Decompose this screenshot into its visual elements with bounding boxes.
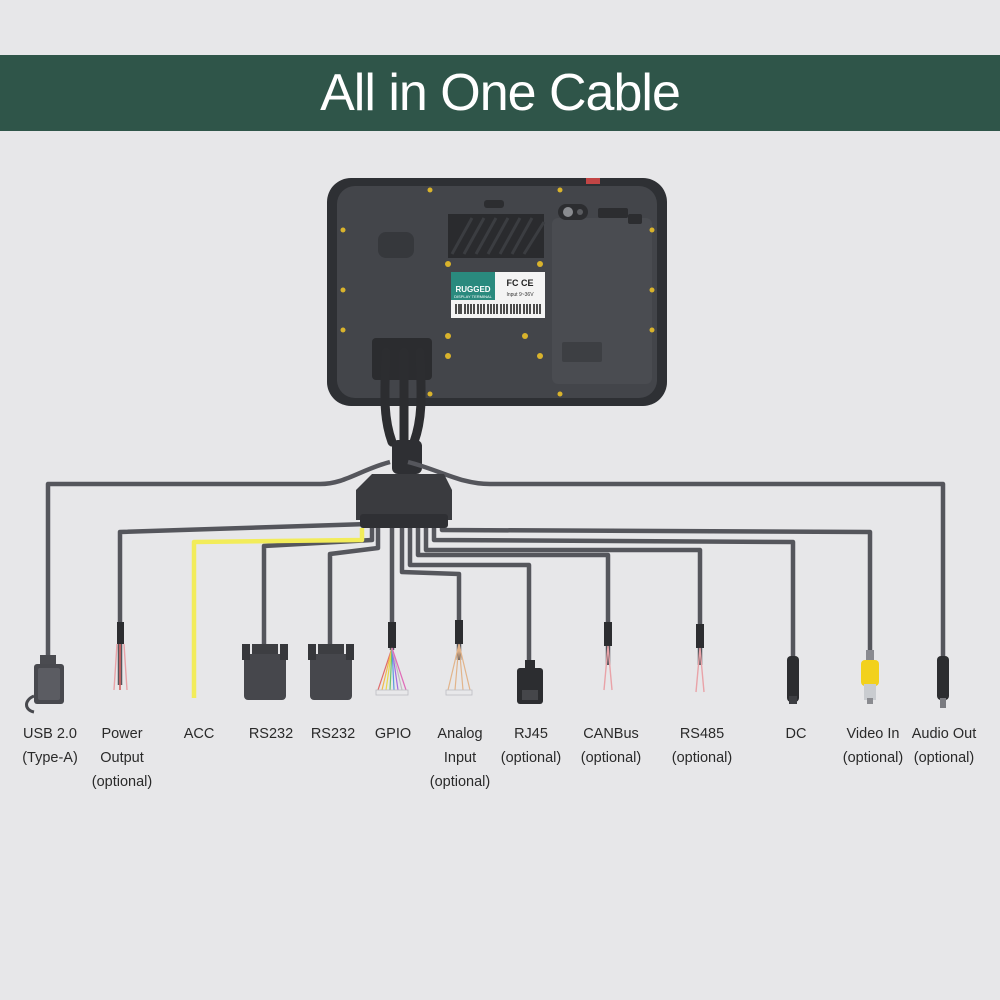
screws: [340, 187, 655, 397]
label-spec-text: Input 9~36V: [506, 292, 534, 298]
label-rs232-1: RS232: [248, 726, 294, 742]
label-video-in: Video In(optional): [842, 726, 904, 766]
label-usb: USB 2.0(Type-A): [22, 726, 78, 766]
video-in-connector: [861, 650, 879, 704]
title-banner: All in One Cable: [0, 55, 1000, 131]
audio-out-connector: [937, 656, 949, 708]
dc-connector: [787, 656, 799, 704]
label-rj45: RJ45(optional): [500, 726, 562, 766]
label-canbus: CANBus(optional): [580, 726, 642, 766]
label-dc: DC: [785, 726, 807, 742]
label-acc: ACC: [183, 726, 215, 742]
canbus-connector: [603, 622, 613, 691]
label-cert-text: FC CE: [507, 278, 534, 288]
barcode: [455, 304, 541, 314]
label-gpio: GPIO: [374, 726, 412, 742]
speaker-grille: [378, 232, 414, 258]
label-sub-text: DISPLAY TERMINAL: [454, 294, 493, 299]
wires: [45, 459, 946, 685]
power-output-connector: [113, 622, 128, 691]
label-rs485: RS485(optional): [671, 726, 733, 766]
label-audio-out: Audio Out(optional): [911, 726, 977, 766]
rs232-connector-2: [308, 644, 354, 700]
usb-connector: [25, 655, 64, 714]
rs485-connector: [695, 624, 705, 693]
label-rs232-2: RS232: [310, 726, 356, 742]
analog-input-connector: [445, 620, 473, 696]
cable-splitter: [356, 474, 452, 528]
rs232-connector-1: [242, 644, 288, 700]
camera-icon: [558, 204, 588, 220]
vent-grille: [448, 214, 546, 258]
spec-label: RUGGED DISPLAY TERMINAL FC CE Input 9~36…: [451, 272, 545, 318]
tablet-back: RUGGED DISPLAY TERMINAL FC CE Input 9~36…: [327, 178, 667, 406]
gpio-connector: [375, 622, 409, 696]
rj45-connector: [517, 660, 543, 704]
page-title: All in One Cable: [320, 64, 681, 122]
acc-wire: [191, 528, 365, 698]
label-badge-text: RUGGED: [455, 285, 490, 294]
